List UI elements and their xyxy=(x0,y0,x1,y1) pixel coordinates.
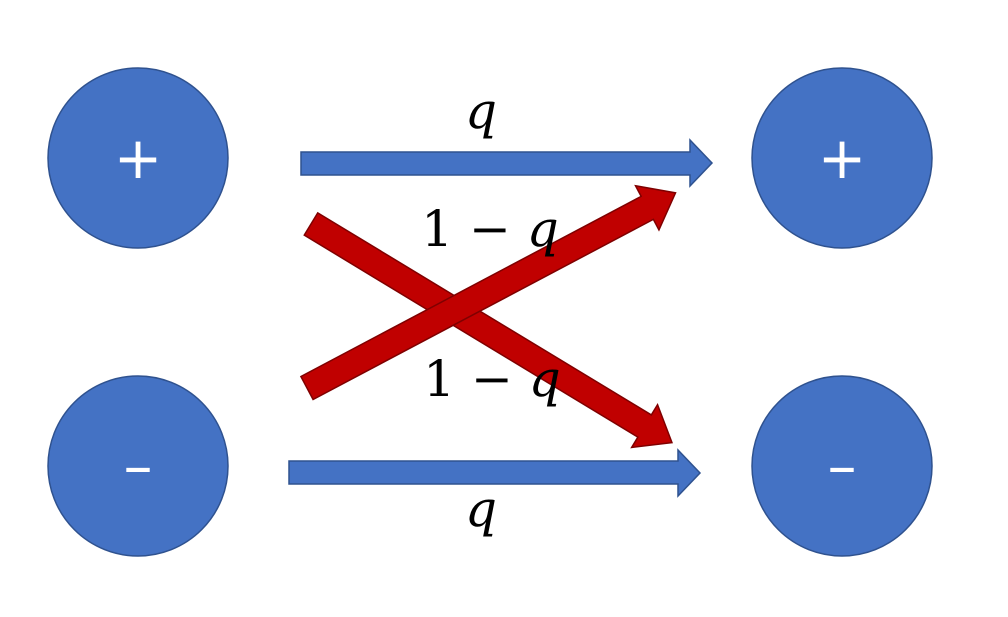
arrow-top-plus-to-plus xyxy=(300,138,714,188)
label-cross-upper: 1 − q xyxy=(421,200,559,258)
label-cross-upper-var: q xyxy=(527,200,559,258)
label-top: q xyxy=(465,82,497,140)
label-cross-upper-minus: − xyxy=(453,200,527,258)
label-cross-lower-var: q xyxy=(529,350,561,408)
node-right-top: + xyxy=(751,67,933,249)
label-top-var: q xyxy=(465,82,497,140)
node-left-bottom-sign: – xyxy=(124,432,153,500)
label-cross-lower: 1 − q xyxy=(423,350,561,408)
node-right-bottom-sign: – xyxy=(828,432,857,500)
node-left-top-sign: + xyxy=(114,124,163,192)
label-bottom-var: q xyxy=(465,480,497,538)
arrow-bottom-minus-to-minus xyxy=(288,448,702,498)
node-left-top: + xyxy=(47,67,229,249)
node-right-top-sign: + xyxy=(818,124,867,192)
label-bottom: q xyxy=(465,480,497,538)
node-right-bottom: – xyxy=(751,375,933,557)
label-cross-upper-num: 1 xyxy=(421,200,453,258)
label-cross-lower-minus: − xyxy=(455,350,529,408)
arrow-cross-plus-to-minus xyxy=(303,211,674,449)
arrow-cross-minus-to-plus xyxy=(299,184,677,401)
node-left-bottom: – xyxy=(47,375,229,557)
label-cross-lower-num: 1 xyxy=(423,350,455,408)
